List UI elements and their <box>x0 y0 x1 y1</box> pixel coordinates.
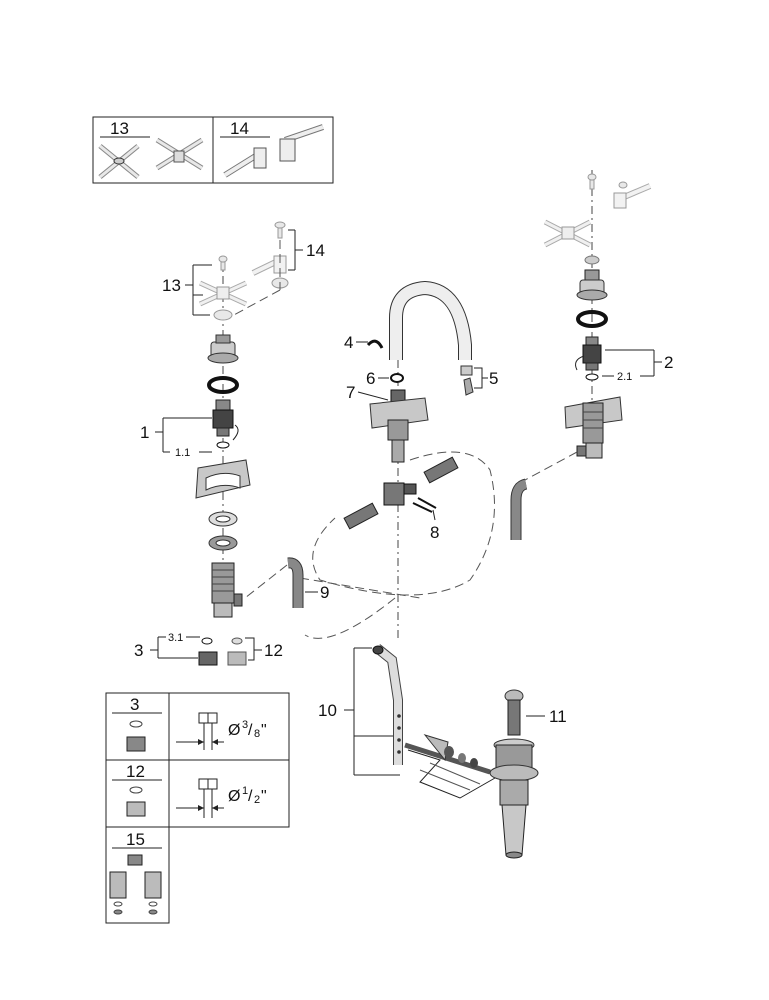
spout-assembly <box>299 280 495 640</box>
callout-1: 1 <box>140 423 149 442</box>
table-label-14: 14 <box>230 119 249 138</box>
tee-connector-icon <box>383 482 417 506</box>
fitting-icon <box>144 871 162 899</box>
pipe-dimension-1-2: Ø 1 / 2 " <box>176 778 267 818</box>
handle-options-table: 13 14 <box>92 116 334 184</box>
left-valve-assembly <box>195 221 289 666</box>
cartridge-icon <box>582 336 602 371</box>
escutcheon-icon <box>207 334 239 364</box>
clip-icon <box>366 339 384 349</box>
rotate-arrow-icon <box>232 424 239 441</box>
screw-cap-icon <box>218 255 228 263</box>
washer-icon <box>216 441 230 449</box>
table-row-label-12: 12 <box>126 762 145 781</box>
cross-handle-icon <box>543 219 592 248</box>
callouts: 13 14 1 1.1 2 2.1 4 5 6 7 8 9 3 3.1 <box>134 229 673 776</box>
callout-2: 2 <box>664 353 673 372</box>
callout-11: 11 <box>549 707 567 726</box>
table-row-label-15: 15 <box>126 830 145 849</box>
callout-10: 10 <box>318 701 337 720</box>
callout-5: 5 <box>489 369 498 388</box>
dim-denominator: 2 <box>254 794 260 806</box>
pipe-dimension-3-8: Ø 3 / 8 " <box>176 712 267 750</box>
table-row-label-3: 3 <box>130 695 139 714</box>
callout-8: 8 <box>430 523 439 542</box>
cross-handle-icon <box>98 137 204 179</box>
small-washer-icon <box>201 637 213 645</box>
aerator-icon <box>460 365 474 396</box>
o-ring-icon <box>207 376 239 394</box>
ring-icon <box>390 373 404 383</box>
nut-icon <box>126 736 146 752</box>
o-ring-icon <box>576 310 608 328</box>
fitting-icon <box>109 871 127 899</box>
cross-handle-icon <box>198 280 248 307</box>
callout-7: 7 <box>346 383 355 402</box>
callout-14: 14 <box>306 241 325 260</box>
drain-assembly <box>489 689 539 859</box>
hose-icon <box>343 502 379 530</box>
lever-handle-icon <box>223 124 324 178</box>
nut-icon <box>126 801 146 817</box>
callout-3: 3 <box>134 641 143 660</box>
dim-slash: / <box>248 788 253 805</box>
hose-icon <box>423 456 459 484</box>
dim-numerator: 1 <box>242 785 248 797</box>
right-valve-assembly <box>510 170 652 540</box>
dim-prefix: Ø <box>228 788 240 805</box>
dim-unit: " <box>261 788 267 805</box>
popup-rod-assembly <box>372 644 496 799</box>
escutcheon-icon <box>576 269 608 301</box>
compression-nut-alt-icon <box>227 651 247 666</box>
callout-4: 4 <box>344 333 353 352</box>
callout-2-1: 2.1 <box>617 371 632 383</box>
valve-body-icon <box>576 402 604 459</box>
valve-body-icon <box>211 562 243 618</box>
callout-12: 12 <box>264 641 283 660</box>
compression-nut-icon <box>198 651 218 666</box>
adapter-icon <box>213 309 233 321</box>
elbow-hose-icon <box>244 557 304 608</box>
callout-13: 13 <box>162 276 181 295</box>
dim-prefix: Ø <box>228 722 240 739</box>
dim-slash: / <box>248 722 253 739</box>
dim-denominator: 8 <box>254 728 260 740</box>
dim-unit: " <box>261 722 267 739</box>
connection-table: 3 12 15 Ø 3 / 8 " <box>105 692 290 924</box>
callout-1-1: 1.1 <box>175 447 190 459</box>
dim-numerator: 3 <box>242 719 248 731</box>
table-label-13: 13 <box>110 119 129 138</box>
callout-9: 9 <box>320 583 329 602</box>
spout-base-icon <box>369 389 429 463</box>
callout-6: 6 <box>366 369 375 388</box>
callout-3-1: 3.1 <box>168 632 183 644</box>
cartridge-icon <box>212 399 234 437</box>
